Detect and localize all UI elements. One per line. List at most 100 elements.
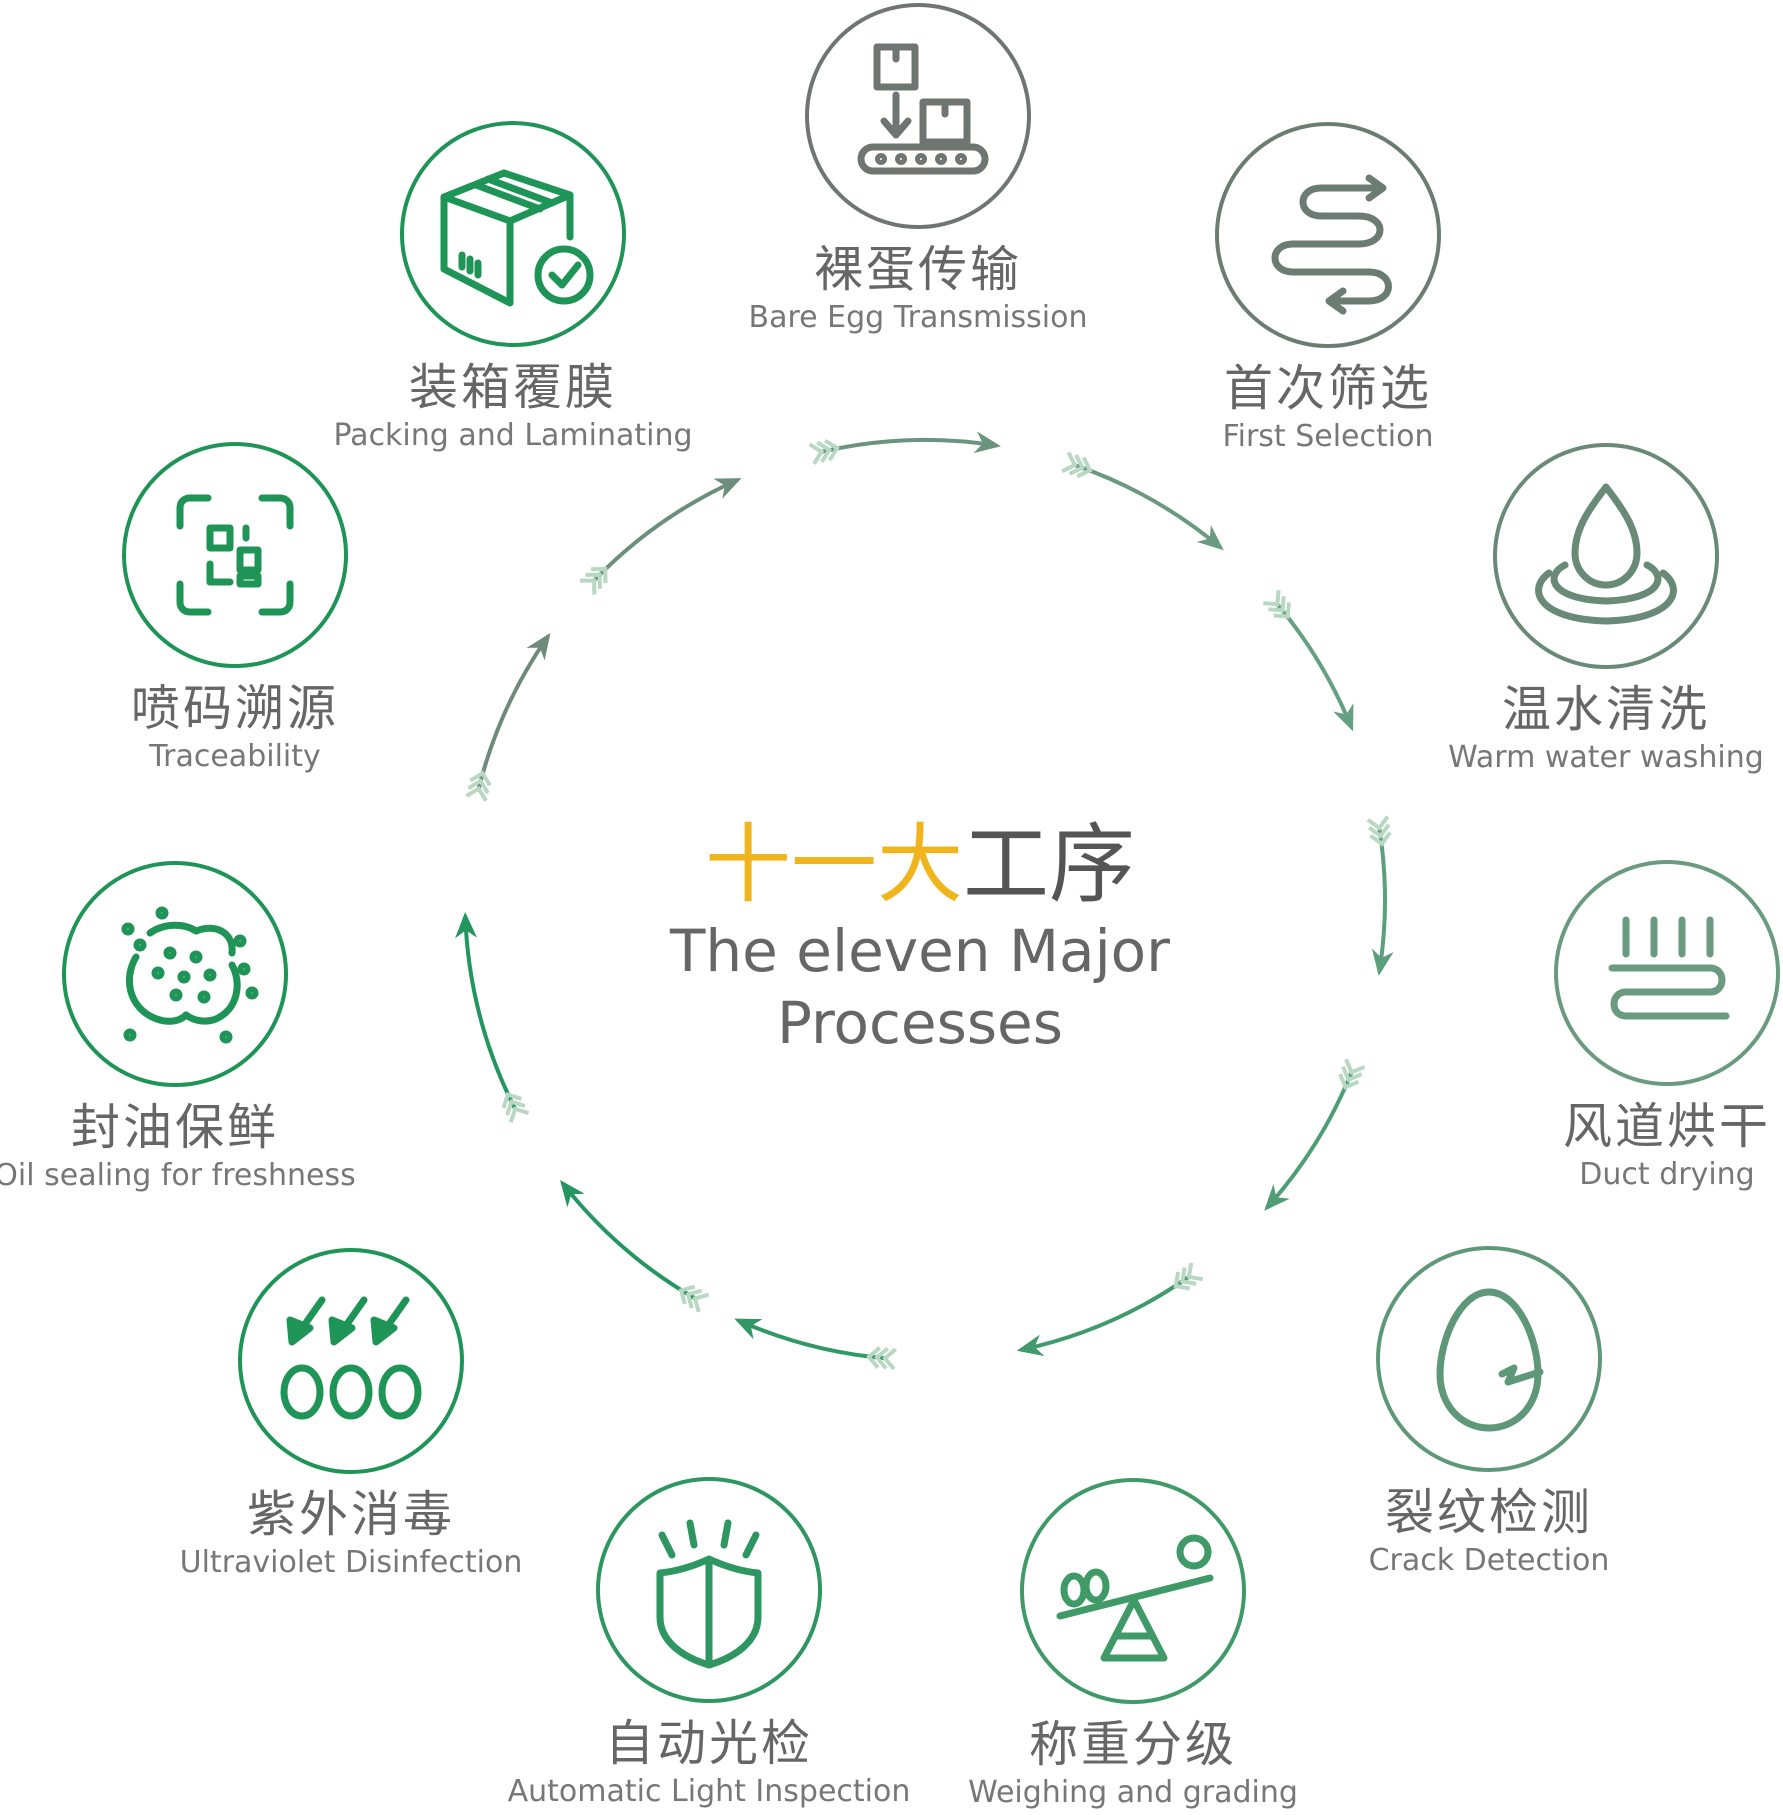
cycle-arrow-feather [866, 1346, 882, 1369]
cycle-arrow-head [1333, 703, 1354, 732]
cycle-arrow-feather [1338, 1073, 1360, 1090]
cycle-arrow [560, 1180, 710, 1313]
center-title-en-line1: The eleven Major [669, 917, 1171, 985]
cycle-arrow-feather [678, 1284, 696, 1305]
cycle-arrow-line [1377, 827, 1387, 973]
cycle-arrow-line [463, 915, 517, 1110]
cycle-arrow-feather [874, 1346, 890, 1370]
process-ring [1215, 122, 1441, 348]
process-name-cn: 封油保鲜 [70, 1099, 279, 1156]
process-ring [238, 1248, 464, 1474]
cycle-arrow [1061, 451, 1224, 551]
heat-waves-icon [1608, 916, 1730, 1020]
winding-path-arrows-icon [1271, 174, 1392, 315]
cycle-arrow-head [973, 431, 1001, 454]
cycle-arrow-line [1265, 1071, 1354, 1210]
cycle-arrow-head [526, 632, 551, 661]
cycle-arrow [734, 1318, 898, 1371]
cycle-arrow-feather [1179, 1267, 1197, 1286]
process-name-en: Duct drying [1579, 1157, 1755, 1192]
cycle-arrow-head [734, 1318, 763, 1340]
cycle-arrow-head [1016, 1334, 1045, 1357]
cycle-arrow-feather [1273, 602, 1291, 619]
process-name-cn: 首次筛选 [1223, 360, 1432, 417]
cycle-arrow-feather [808, 442, 825, 465]
cycle-arrow-feather [1186, 1262, 1204, 1282]
cycle-arrow-feather [585, 572, 602, 589]
cycle-arrow-feather [824, 439, 840, 462]
process-ring [1376, 1246, 1602, 1472]
cycle-arrow-line [737, 1318, 886, 1361]
cycle-arrow-line [821, 438, 998, 454]
seesaw-scale-icon [1056, 1534, 1214, 1662]
center-title-cn: 十一大工序 [640, 815, 1200, 915]
process-name-cn: 装箱覆膜 [408, 359, 617, 416]
center-title: 十一大工序 The eleven Major Processes [640, 815, 1200, 1059]
cycle-arrow-feather [508, 1106, 530, 1123]
water-drop-icon [1535, 483, 1677, 625]
cycle-arrow [455, 912, 530, 1123]
process-name-cn: 喷码溯源 [130, 680, 339, 737]
cycle-arrow-feather [685, 1288, 703, 1309]
cycle-arrow-head [1196, 525, 1224, 551]
cycle-arrow [1366, 815, 1394, 976]
cycle-arrow-line [1074, 463, 1222, 550]
cycle-arrow [1016, 1262, 1204, 1357]
oil-dots-icon [121, 906, 259, 1044]
cycle-arrow-feather [1268, 596, 1286, 613]
process-name-cn: 风道烘干 [1562, 1098, 1771, 1155]
cycle-arrow-feather [1366, 815, 1390, 831]
cycle-arrow-feather [1263, 590, 1281, 607]
conveyor-boxes-icon [857, 43, 989, 175]
process-name-cn: 温水清洗 [1501, 681, 1710, 738]
cycle-arrow-feather [465, 785, 488, 802]
cycle-arrow-feather [1341, 1065, 1363, 1083]
cycle-arrow-feather [692, 1292, 710, 1313]
cycle-arrow-line [560, 1181, 697, 1301]
process-name-en: Packing and Laminating [333, 418, 693, 453]
cycle-arrow-feather [1076, 456, 1093, 479]
cycle-arrow-head [713, 478, 742, 499]
qr-scan-icon [176, 494, 294, 616]
process-ring [1493, 443, 1719, 669]
process-name-en: Oil sealing for freshness [0, 1158, 356, 1193]
process-ring [122, 442, 348, 668]
cycle-arrow-feather [1068, 454, 1085, 476]
process-name-en: Weighing and grading [968, 1775, 1298, 1810]
process-name-cn: 紫外消毒 [246, 1486, 455, 1543]
cycle-arrow-line [1275, 603, 1354, 729]
process-ring [1554, 860, 1780, 1086]
process-name-en: Crack Detection [1368, 1543, 1610, 1578]
cycle-arrow-head [1371, 948, 1394, 976]
cycle-arrow-line [1020, 1275, 1190, 1352]
process-ring [805, 3, 1031, 229]
process-name-cn: 自动光检 [604, 1715, 813, 1772]
cracked-egg-icon [1436, 1288, 1544, 1432]
process-ring [1020, 1478, 1246, 1704]
process-name-en: Ultraviolet Disinfection [179, 1545, 523, 1580]
process-name-cn: 称重分级 [1028, 1716, 1237, 1773]
process-name-en: First Selection [1222, 419, 1434, 454]
packed-box-icon [440, 169, 594, 307]
process-name-cn: 裂纹检测 [1384, 1484, 1593, 1541]
process-name-en: Warm water washing [1448, 740, 1764, 775]
uv-arrows-eggs-icon [280, 1296, 422, 1420]
title-rest: 工序 [963, 815, 1135, 915]
cycle-arrow-feather [1344, 1058, 1366, 1075]
process-ring [400, 121, 626, 347]
cycle-arrow-head [1264, 1184, 1290, 1211]
cycle-arrow-head [560, 1180, 585, 1208]
cycle-arrow-feather [1061, 451, 1078, 474]
process-name-en: Automatic Light Inspection [507, 1774, 911, 1809]
cycle-arrow-feather [1369, 831, 1392, 847]
cycle-arrow-feather [501, 1092, 522, 1109]
process-name-en: Bare Egg Transmission [748, 300, 1088, 335]
cycle-arrow-head [455, 912, 478, 939]
cycle-arrow-feather [1173, 1271, 1191, 1291]
cycle-arrow [1263, 590, 1354, 732]
cycle-arrow-feather [591, 566, 608, 584]
cycle-arrow-feather [882, 1347, 898, 1371]
process-name-en: Traceability [149, 739, 321, 774]
